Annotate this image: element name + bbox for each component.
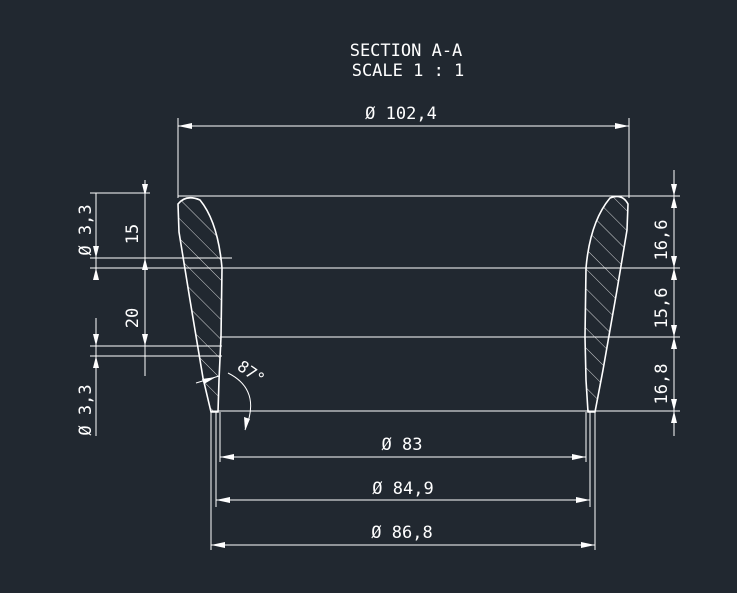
scale-label: SCALE 1 : 1 — [352, 61, 465, 81]
left-cross-section — [177, 196, 223, 413]
left-vertical-dimensions: Ø 3,3 Ø 3,3 15 20 — [76, 180, 150, 436]
left-height-15-label: 15 — [123, 224, 143, 244]
diameter-84-9-label: Ø 84,9 — [372, 479, 433, 499]
section-title: SECTION A-A — [350, 41, 463, 61]
right-cross-section — [584, 195, 629, 413]
right-height-middle-label: 15,6 — [652, 288, 672, 329]
top-diameter-dimension: Ø 102,4 — [177, 104, 630, 198]
left-height-20-label: 20 — [123, 308, 143, 328]
diameter-86-8-label: Ø 86,8 — [371, 523, 432, 543]
right-height-top-label: 16,6 — [652, 220, 672, 261]
right-height-bottom-label: 16,8 — [652, 364, 672, 405]
angle-label: 87° — [234, 356, 269, 388]
bottom-diameter-dimensions: Ø 83 Ø 84,9 Ø 86,8 — [210, 412, 596, 550]
left-groove-lower-label: Ø 3,3 — [76, 384, 96, 435]
diameter-83-label: Ø 83 — [382, 435, 423, 455]
top-diameter-label: Ø 102,4 — [365, 104, 437, 124]
left-groove-upper-label: Ø 3,3 — [76, 204, 96, 255]
right-vertical-dimensions: 16,6 15,6 16,8 — [652, 170, 677, 436]
